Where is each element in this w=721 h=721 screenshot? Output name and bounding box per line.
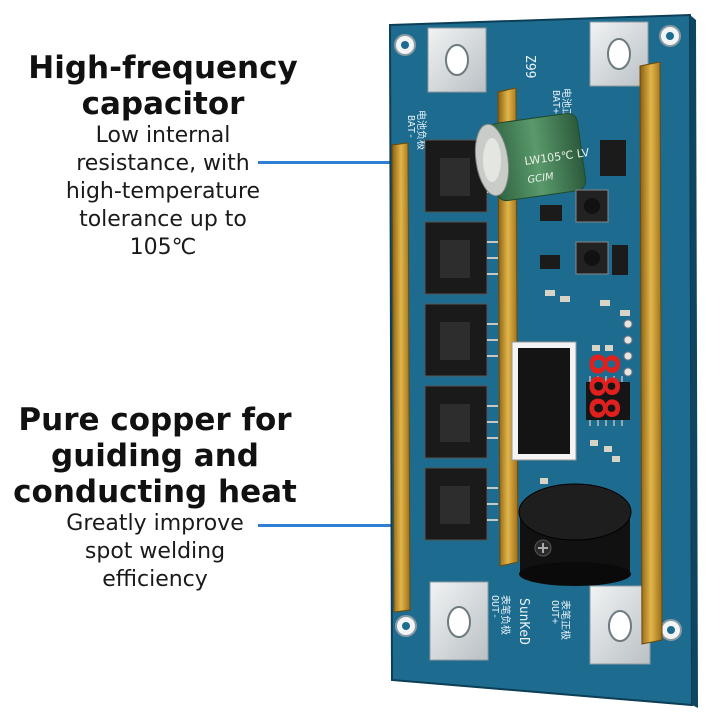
title-line: guiding and xyxy=(51,438,259,474)
terminal-pad xyxy=(429,581,651,665)
display-digit-text: 888 xyxy=(580,352,626,418)
pad-label: 表笔正极 xyxy=(559,600,572,640)
title-line: Pure copper for xyxy=(18,402,292,438)
desc-line: spot welding xyxy=(84,539,226,564)
push-button xyxy=(575,189,609,223)
terminal-pad xyxy=(427,21,649,93)
chip xyxy=(540,205,562,221)
copper-callout: Pure copper for guiding and conducting h… xyxy=(10,402,300,594)
mosfet xyxy=(424,139,488,541)
title-line: High-frequency xyxy=(28,50,298,86)
copper-bar xyxy=(391,142,411,613)
chip xyxy=(612,245,628,275)
copper-bar xyxy=(639,61,663,645)
copper-callout-title: Pure copper for guiding and conducting h… xyxy=(10,402,300,510)
mounting-hole xyxy=(394,25,682,641)
ic-chip xyxy=(586,382,630,420)
desc-line: efficiency xyxy=(102,567,208,592)
pad-label: 表笔负极 xyxy=(499,595,512,635)
smd-parts xyxy=(540,290,630,484)
buzzer xyxy=(518,483,632,586)
brand-label: SunKeD xyxy=(516,598,531,645)
header-pins xyxy=(623,319,633,377)
capacitor-callout-description: Low internal resistance, with high-tempe… xyxy=(18,122,308,262)
desc-line: high-temperature xyxy=(65,179,261,204)
pad-label: OUT- xyxy=(489,595,500,619)
capacitor-brand-text: GCIM xyxy=(527,171,555,186)
desc-line: tolerance up to xyxy=(79,207,247,232)
copper-leader-line xyxy=(258,524,393,527)
desc-line: resistance, with xyxy=(76,151,250,176)
model-label: Z99 xyxy=(522,55,537,78)
title-line: capacitor xyxy=(81,86,245,122)
pad-label: BAT+ xyxy=(550,90,561,114)
chip xyxy=(600,140,626,176)
seven-segment-display xyxy=(511,341,577,461)
capacitor-callout: High-frequency capacitor Low internal re… xyxy=(18,50,308,262)
desc-line: 105℃ xyxy=(129,235,197,260)
capacitor-callout-title: High-frequency capacitor xyxy=(18,50,308,122)
capacitor: LW105℃ LV GCIM xyxy=(474,112,591,202)
display-digits: 888 xyxy=(580,352,626,418)
chip xyxy=(540,255,560,269)
desc-line: Low internal xyxy=(95,123,231,148)
pad-label: BAT- xyxy=(405,115,416,139)
title-line: conducting heat xyxy=(13,474,297,510)
capacitor-leader-line xyxy=(258,161,488,164)
copper-callout-description: Greatly improve spot welding efficiency xyxy=(10,510,300,594)
pcb-board-edge xyxy=(690,15,698,708)
desc-line: Greatly improve xyxy=(66,511,244,536)
pad-label: OUT+ xyxy=(549,600,560,624)
